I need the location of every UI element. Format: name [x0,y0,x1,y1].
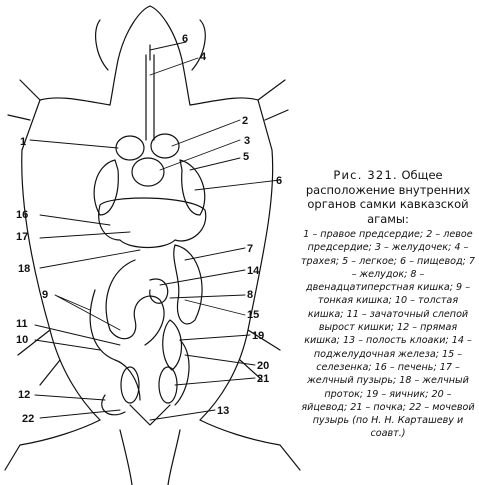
skin-flap-right-upper [257,79,289,121]
heart-ventricle [131,157,165,187]
label-4: 4 [200,51,207,63]
bladder [101,394,126,416]
label-3: 3 [244,135,250,147]
label-6-top: 6 [182,33,188,45]
caption-heading: Общее расположение внутренних органов са… [305,168,471,226]
label-9: 9 [42,289,48,301]
label-1: 1 [20,136,26,148]
label-5: 5 [243,151,249,163]
label-21: 21 [257,373,269,385]
small-intestine [105,259,165,346]
lizard-body-outline [21,97,274,421]
lung-left [93,159,119,216]
label-15: 15 [247,309,259,321]
label-20: 20 [257,360,269,372]
ovary [162,319,183,371]
tail-outline [119,429,181,485]
stomach [173,244,203,325]
heart-right-atrium [115,135,145,161]
label-14: 14 [247,265,260,277]
lizard-head-outline-outer [94,19,206,71]
cloaca [129,404,171,426]
hind-limb-right [199,419,301,471]
figure-caption: Рис. 321. Общее расположение внутренних … [300,168,476,441]
skin-flap-left-upper [7,79,41,121]
caption-title: Рис. 321. Общее расположение внутренних … [300,168,476,226]
label-11: 11 [16,318,28,330]
label-19: 19 [252,330,264,342]
label-18: 18 [18,263,30,275]
label-6-right: 6 [276,175,282,187]
leader-lines [29,41,281,421]
label-17: 17 [16,231,28,243]
caption-legend: 1 – правое предсердие; 2 – левое предсер… [300,229,476,440]
kidney-left [120,366,140,404]
hind-limb-left [4,419,101,471]
label-12: 12 [18,389,30,401]
label-7: 7 [247,243,253,255]
label-22: 22 [22,413,34,425]
figure-number: Рис. 321. [333,168,398,182]
label-16: 16 [16,209,28,221]
label-2: 2 [242,115,248,127]
lung-right [179,159,206,216]
lizard-head-outline [109,5,191,106]
skin-flap-left-lower [17,329,61,386]
label-8: 8 [247,289,253,301]
trachea [145,54,155,141]
oviduct [174,339,190,406]
kidney-right [158,366,178,404]
liver [98,197,207,249]
heart-left-atrium [150,133,180,159]
label-10: 10 [16,334,28,346]
large-intestine [89,289,141,401]
duodenum-loop [149,278,169,304]
label-13: 13 [217,405,229,417]
